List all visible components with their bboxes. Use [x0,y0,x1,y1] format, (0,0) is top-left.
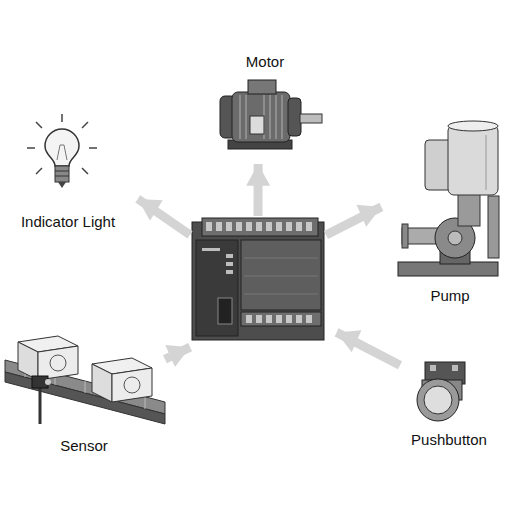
node-label: Motor [243,52,287,72]
plc-illustration [192,218,324,340]
flow-arrow [138,199,190,235]
indicator-light-node: Indicator Light [8,118,128,232]
pump-node: Pump [392,116,508,306]
light-bulb-illustration [27,114,97,188]
conveyor-sensor-illustration [5,336,165,424]
flow-arrow [254,164,263,216]
pump-illustration [398,121,499,276]
node-label: Indicator Light [18,212,118,232]
pushbutton-illustration [417,362,465,421]
plc-node [190,216,326,342]
node-label: Pushbutton [408,430,490,450]
node-label: Sensor [57,436,111,456]
flow-arrow [337,332,400,365]
flow-arrow [165,347,190,359]
motor-node: Motor [208,52,322,152]
pushbutton-node: Pushbutton [400,358,498,450]
node-label: Pump [427,286,472,306]
sensor-node: Sensor [3,332,165,456]
flow-arrow [326,207,381,235]
motor-illustration [220,80,322,149]
